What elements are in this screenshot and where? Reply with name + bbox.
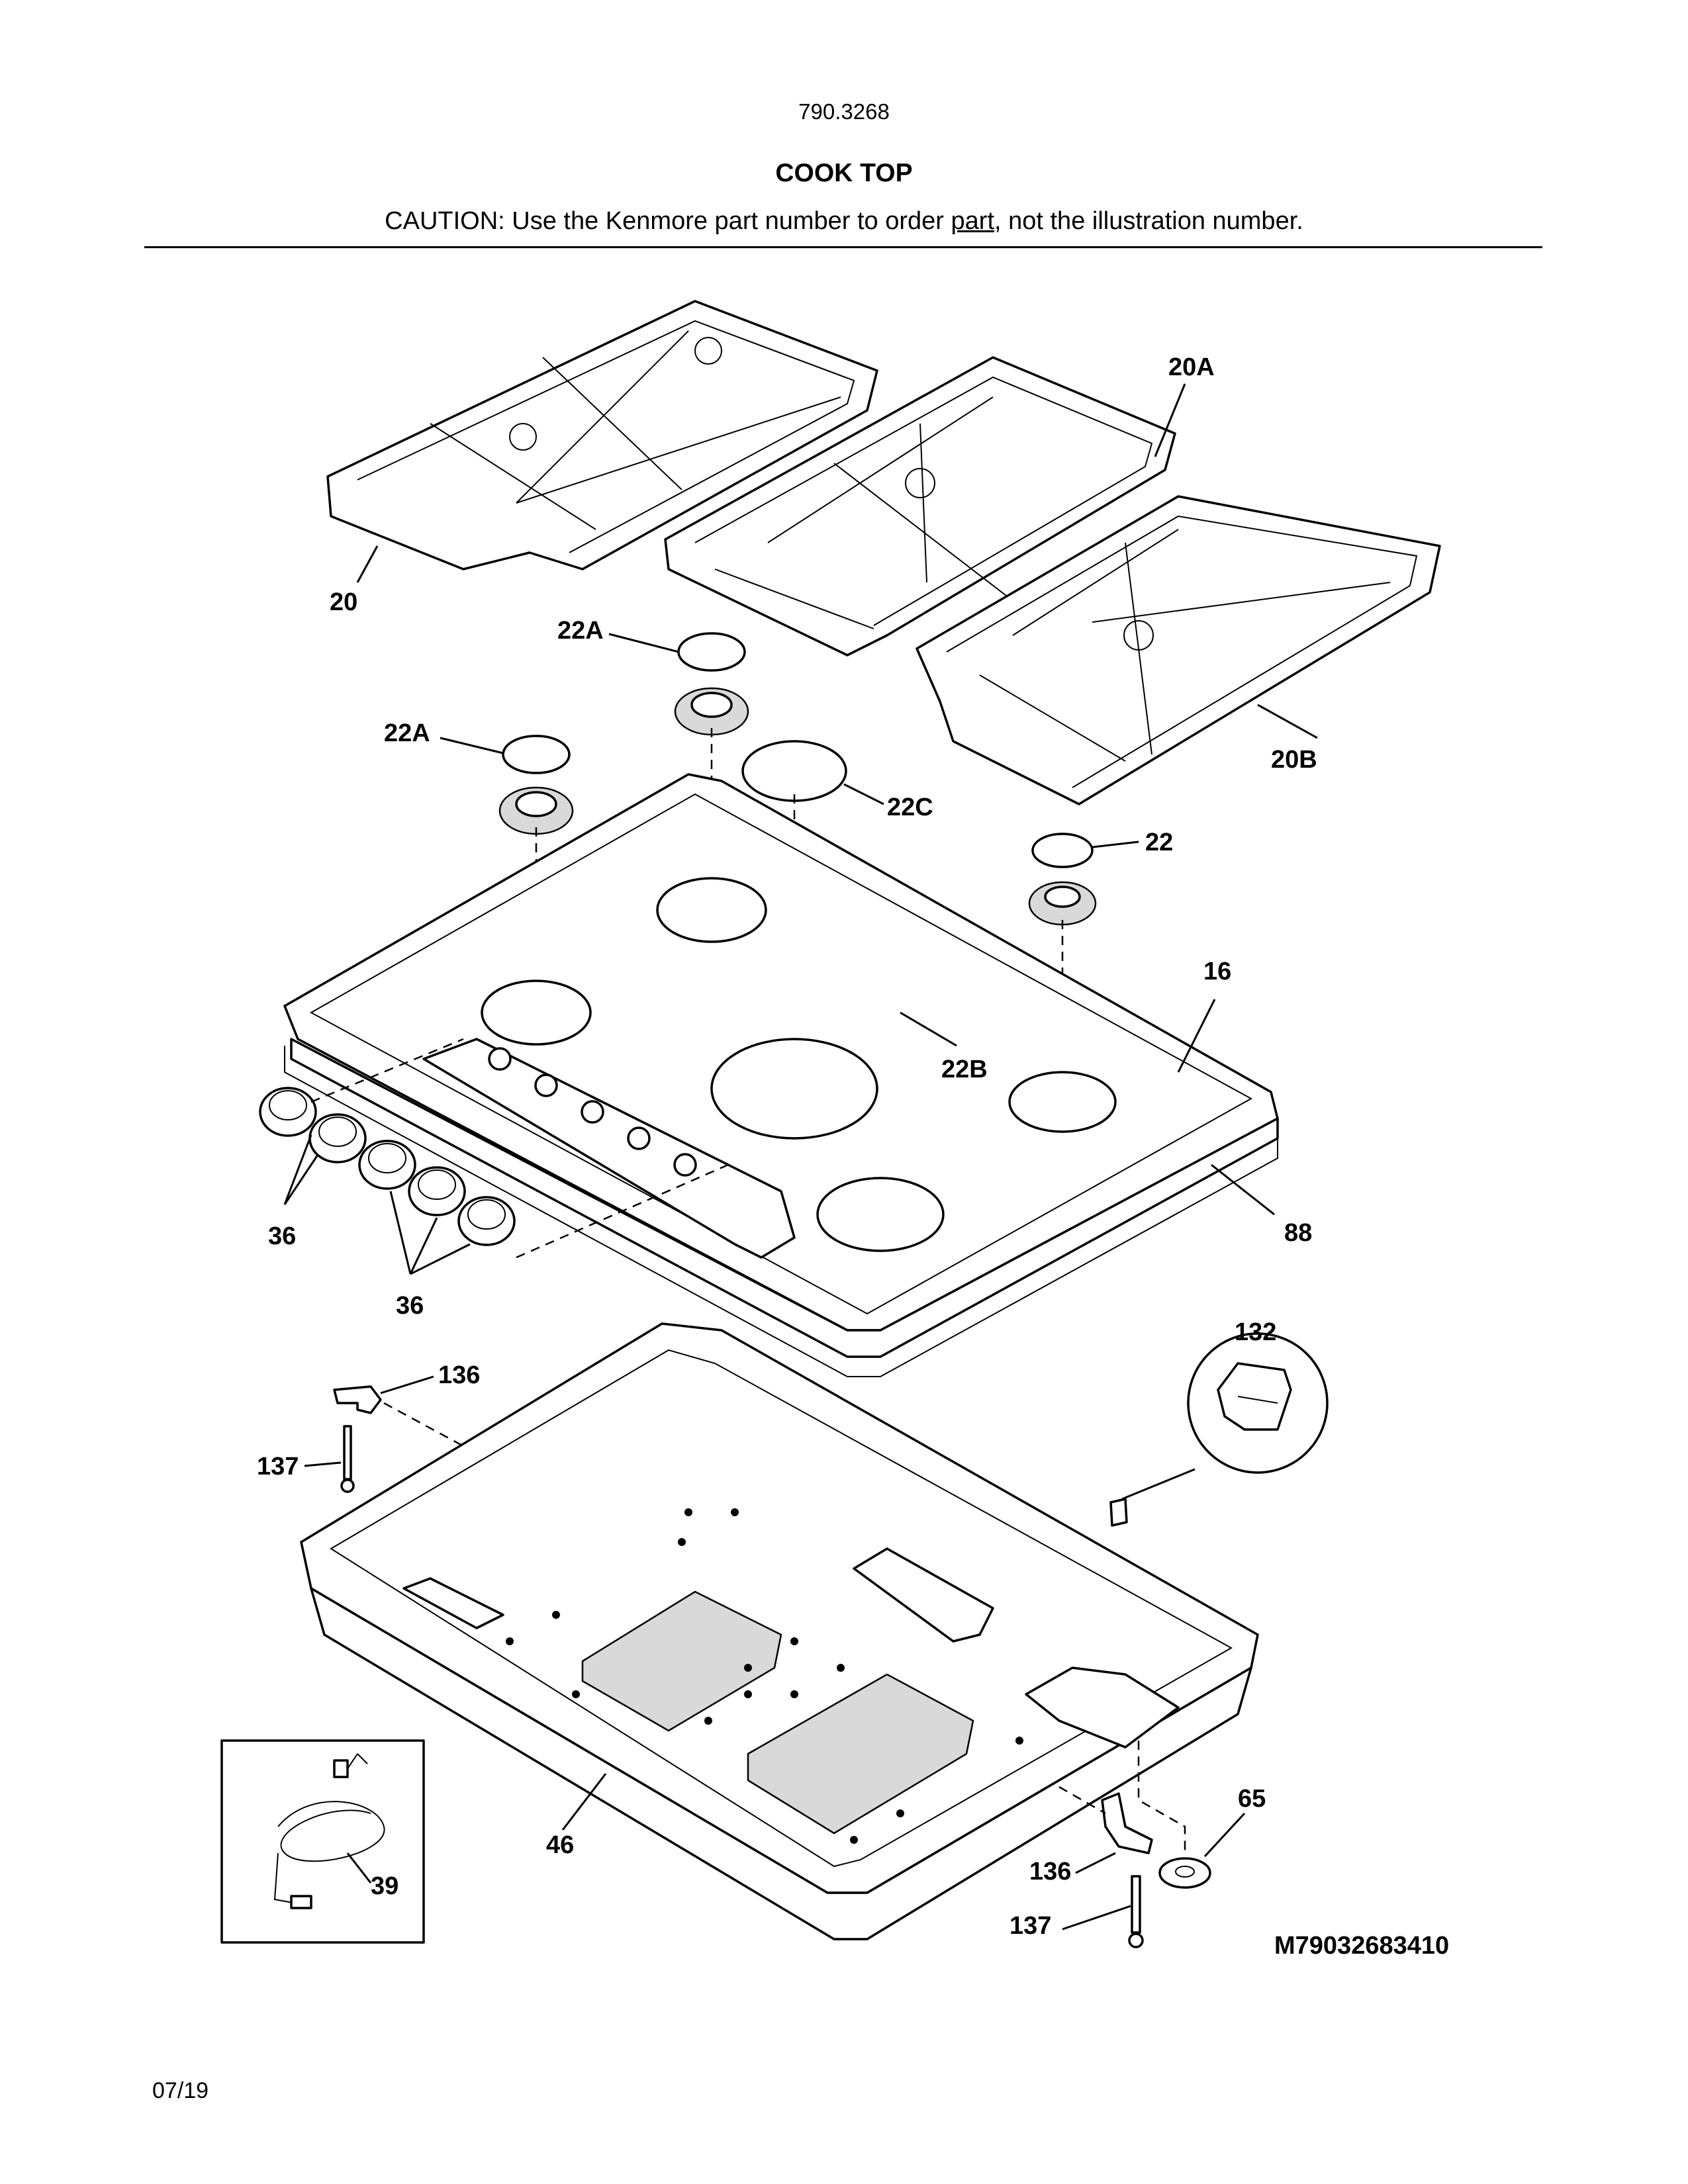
caution-text: CAUTION: Use the Kenmore part number to … [385,207,951,235]
callout-132: 132 [1235,1318,1276,1346]
fitting-132-part [1109,1498,1128,1527]
power-cord-39-inset [220,1739,425,1944]
revision-date: 07/19 [152,2078,209,2103]
bracket-136-bottom-part [1101,1792,1153,1854]
callout-46: 46 [546,1831,574,1859]
callout-22: 22 [1145,829,1173,856]
grommet-65-part [1158,1857,1211,1889]
callout-137-bottom: 137 [1009,1912,1051,1940]
figure-code: M79032683410 [1274,1932,1449,1960]
control-knobs-part [259,1087,516,1246]
callout-20A: 20A [1168,353,1215,381]
burner-cap-22A-top [677,632,746,672]
burner-head-top [674,687,749,736]
leader-lines [283,383,1318,1931]
caution-underlined-word: part [951,207,994,235]
callout-65: 65 [1238,1785,1266,1813]
callout-88: 88 [1284,1219,1312,1247]
header-divider [144,246,1542,248]
callout-16: 16 [1203,958,1231,985]
cooktop-main-top-part [283,773,1279,1358]
burner-cap-22C [741,740,847,802]
grate-center-part [664,356,1176,657]
callout-20: 20 [330,588,357,616]
caution-text-end: , not the illustration number. [994,207,1303,235]
screw-137-top-part [340,1425,355,1493]
callout-136-bottom: 136 [1029,1858,1071,1886]
burner-cap-22A-left [502,735,571,774]
grate-left-part [326,300,878,570]
screw-137-bottom-part [1128,1875,1144,1948]
callout-22A-top: 22A [557,617,604,645]
callout-136-top: 136 [438,1361,480,1389]
burner-head-left [498,786,574,835]
model-number: 790.3268 [798,99,890,124]
burner-cap-22 [1031,833,1094,868]
caution-note: CAUTION: Use the Kenmore part number to … [0,207,1688,236]
bracket-136-top-part [333,1385,382,1414]
callout-22C: 22C [887,794,933,821]
callout-137-top: 137 [257,1453,299,1480]
callout-36-bottom: 36 [396,1292,424,1320]
callout-39: 39 [371,1872,399,1900]
page-title: COOK TOP [775,159,913,187]
burner-box-46-part [300,1322,1259,1940]
callout-22B: 22B [941,1056,988,1083]
callout-36-left: 36 [268,1222,296,1250]
callout-22A-left: 22A [384,719,430,747]
detail-132-part [1187,1332,1329,1474]
callout-20B: 20B [1271,746,1317,774]
burner-head-right [1028,881,1097,926]
gasket-88-part [284,1046,1278,1377]
grate-right-part [915,495,1441,805]
